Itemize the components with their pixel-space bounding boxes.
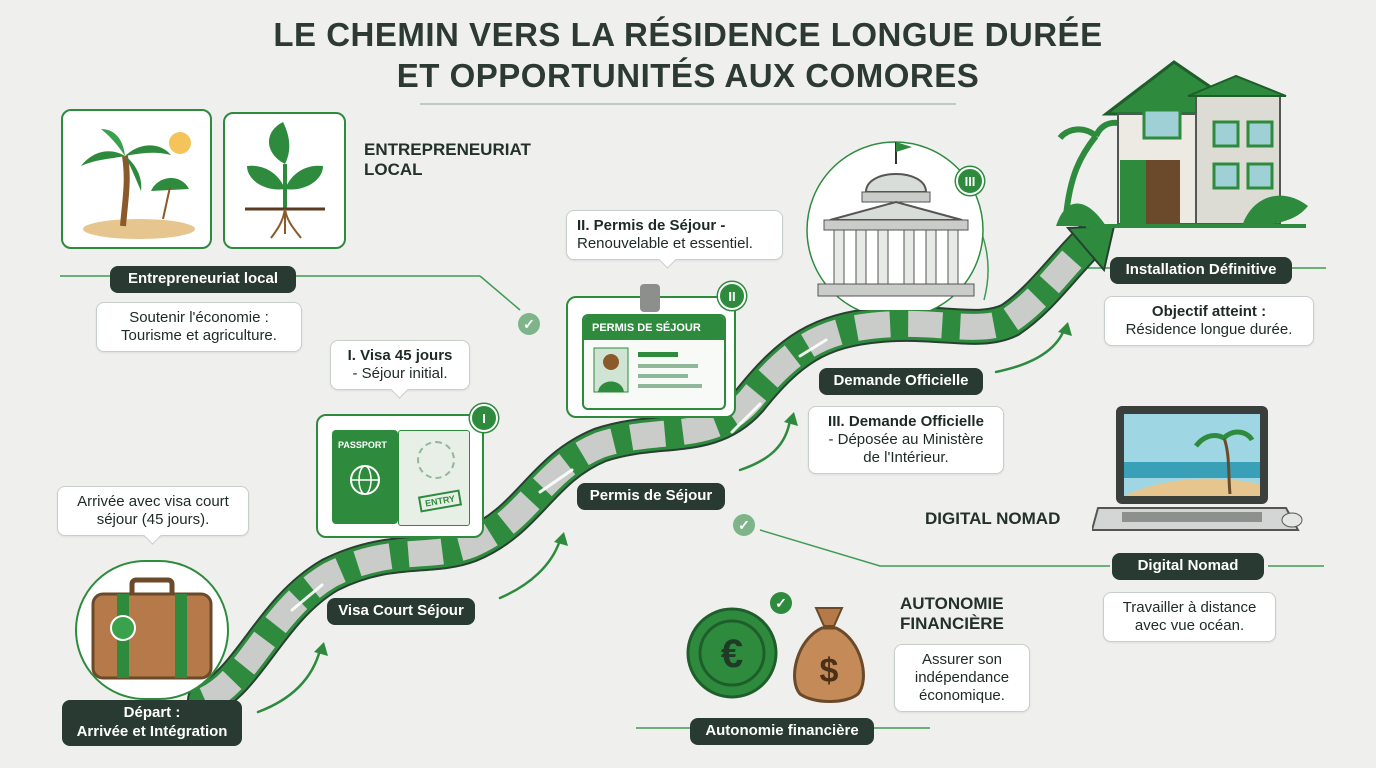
suitcase-panel: [75, 560, 229, 700]
passport-cover-text: PASSPORT: [338, 440, 387, 450]
suitcase-icon: [91, 577, 213, 680]
ministry-building-icon: [806, 141, 984, 310]
page-title-line1: LE CHEMIN VERS LA RÉSIDENCE LONGUE DURÉE: [273, 16, 1103, 53]
svg-text:€: €: [721, 632, 743, 676]
card-clip-icon: [640, 284, 660, 312]
demande-bubble: III. Demande Officielle - Déposée au Min…: [808, 406, 1004, 474]
permis-callout: II. Permis de Séjour - Renouvelable et e…: [566, 210, 783, 269]
visa-pill: Visa Court Séjour: [327, 598, 475, 625]
entrepreneuriat-pill: Entrepreneuriat local: [110, 266, 296, 293]
installation-bubble: Objectif atteint : Résidence longue duré…: [1104, 296, 1314, 346]
check-icon: ✓: [733, 514, 755, 536]
entrepreneuriat-heading: ENTREPRENEURIAT LOCAL: [364, 140, 531, 180]
money-bag-icon: $: [793, 607, 865, 703]
svg-text:$: $: [820, 652, 839, 690]
demande-pill: Demande Officielle: [819, 368, 983, 395]
entry-stamp: ENTRY: [417, 489, 463, 513]
check-icon: ✓: [770, 592, 792, 614]
check-icon: ✓: [518, 313, 540, 335]
installation-pill: Installation Définitive: [1110, 257, 1292, 284]
sprout-panel: [223, 112, 346, 249]
passport-page: ENTRY: [398, 430, 470, 526]
card-title: PERMIS DE SÉJOUR: [584, 316, 724, 340]
step-badge-iii: III: [956, 167, 984, 195]
title-divider: [420, 103, 956, 105]
digital-bubble: Travailler à distance avec vue océan.: [1103, 592, 1276, 642]
permis-pill: Permis de Séjour: [577, 483, 725, 510]
page-title-line2: ET OPPORTUNITÉS AUX COMORES: [396, 57, 980, 94]
digital-heading: DIGITAL NOMAD: [925, 509, 1061, 528]
permis-card-panel: PERMIS DE SÉJOUR: [566, 284, 736, 418]
depart-bubble: Arrivée avec visa court séjour (45 jours…: [57, 486, 249, 545]
step-badge-ii: II: [718, 282, 746, 310]
palm-island-icon: [81, 129, 195, 239]
euro-coin-icon: €: [686, 607, 778, 699]
entrepreneuriat-bubble: Soutenir l'économie : Tourisme et agricu…: [96, 302, 302, 352]
step-badge-i: I: [470, 404, 498, 432]
depart-pill: Départ : Arrivée et Intégration: [62, 700, 242, 746]
autonomie-pill: Autonomie financière: [690, 718, 874, 745]
laptop-icon: [1092, 406, 1303, 531]
stamp-circle-icon: [417, 441, 455, 479]
sprout-icon: [245, 122, 325, 239]
passport-cover: PASSPORT: [332, 430, 398, 524]
digital-pill: Digital Nomad: [1112, 553, 1264, 580]
autonomie-bubble: Assurer son indépendance économique.: [894, 644, 1030, 712]
passport-panel: PASSPORT ENTRY: [316, 414, 484, 538]
visa-callout: I. Visa 45 jours - Séjour initial.: [330, 340, 470, 399]
house-icon: [1056, 60, 1308, 228]
island-panel: [61, 109, 212, 249]
globe-icon: [350, 465, 380, 495]
residence-card: PERMIS DE SÉJOUR: [582, 314, 726, 410]
autonomie-heading: AUTONOMIE FINANCIÈRE: [900, 594, 1004, 634]
id-portrait-icon: [593, 347, 702, 393]
